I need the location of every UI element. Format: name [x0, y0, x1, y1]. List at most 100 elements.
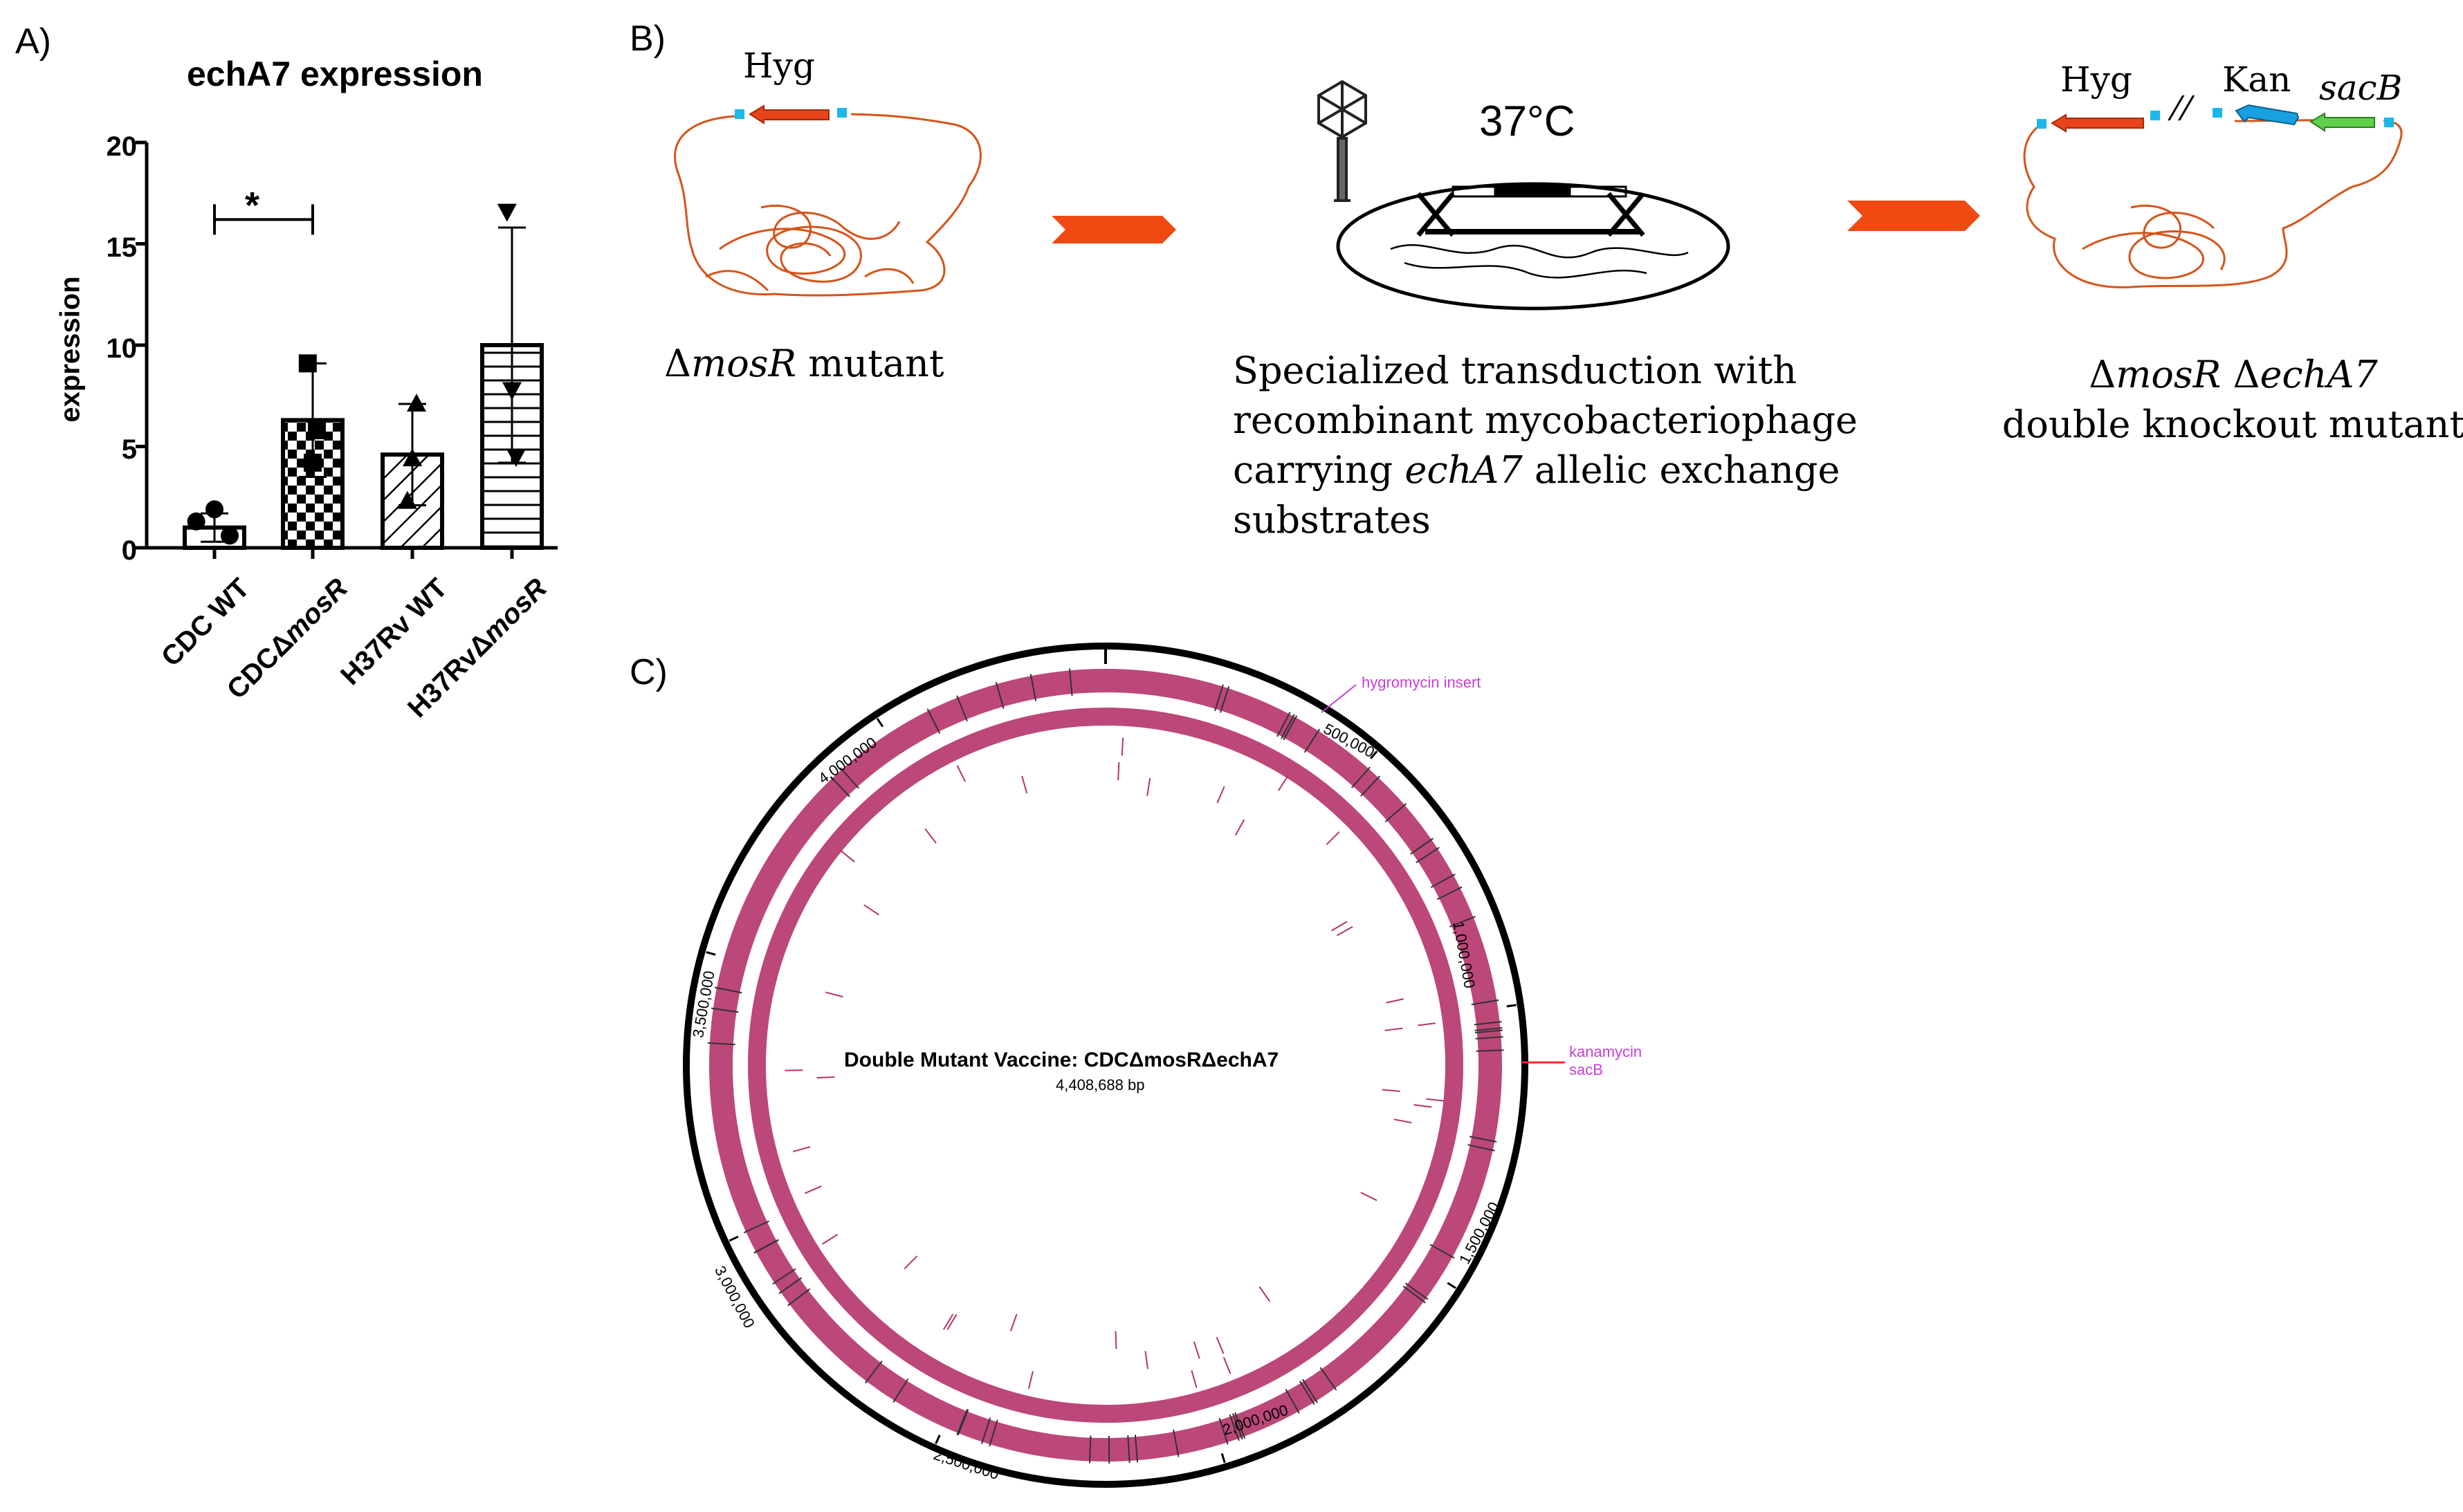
- gene-marker: [711, 1007, 739, 1013]
- gene-marker: [1360, 775, 1381, 797]
- gene-marker: [772, 1268, 796, 1285]
- gene-marker: [989, 1419, 998, 1447]
- data-point: [407, 393, 426, 412]
- feature-mark: [863, 904, 879, 916]
- gene-marker: [1234, 1412, 1246, 1439]
- gene-marker: [830, 776, 851, 798]
- panel-label-a: A): [15, 21, 51, 62]
- step1-caption: ΔmosR mutant: [664, 342, 944, 385]
- gene-marker: [707, 1042, 735, 1046]
- gene-marker: [839, 767, 860, 789]
- panel-label-c: C): [630, 652, 668, 692]
- hygromycin-annotation: hygromycin insert: [1362, 674, 1481, 691]
- feature-mark: [1384, 1027, 1403, 1031]
- gene-marker: [1404, 1282, 1429, 1300]
- y-tick-label: 15: [106, 232, 138, 263]
- data-point: [506, 449, 526, 468]
- phage-icon: [1317, 80, 1367, 202]
- gene-marker: [1429, 1244, 1455, 1259]
- gene-marker: [743, 1220, 770, 1234]
- feature-mark: [1121, 737, 1124, 756]
- feature-mark: [1216, 1336, 1225, 1354]
- gene-marker: [1229, 1414, 1240, 1441]
- scale-tick: [1370, 750, 1378, 759]
- scale-tick: [935, 1435, 941, 1445]
- gene-marker: [1449, 916, 1476, 928]
- step3-caption: ΔmosR ΔechA7 double knockout mutant: [2002, 353, 2463, 446]
- feature-mark: [1426, 1098, 1445, 1102]
- marker: [2037, 119, 2047, 129]
- kanamycin-annotation: kanamycin: [1569, 1043, 1642, 1060]
- data-point: [397, 490, 417, 509]
- gene-marker: [1134, 1435, 1139, 1463]
- feature-mark: [1234, 819, 1245, 836]
- feature-mark: [1216, 786, 1225, 804]
- y-tick-label: 0: [121, 535, 137, 566]
- gene-marker: [1471, 999, 1499, 1006]
- feature-mark: [1021, 775, 1028, 794]
- feature-mark: [1193, 1341, 1200, 1359]
- feature-mark: [904, 1255, 918, 1270]
- scale-tick: [729, 1235, 739, 1242]
- gene-marker: [956, 695, 968, 722]
- gene-marker: [1283, 715, 1298, 741]
- gene-marker: [1430, 873, 1456, 888]
- gene-marker: [1474, 1021, 1502, 1026]
- gene-marker: [1474, 1029, 1503, 1034]
- scale-tick: [1447, 1282, 1456, 1289]
- hyg-gene-arrow: [749, 104, 830, 125]
- y-tick-label: 10: [106, 333, 138, 364]
- gene-marker: [1276, 711, 1291, 737]
- marker: [2150, 111, 2160, 120]
- feature-mark: [1027, 1371, 1034, 1389]
- gene-marker: [1232, 1413, 1243, 1440]
- chart-title: echA7 expression: [187, 55, 483, 93]
- gene-marker: [957, 1409, 969, 1436]
- gene-marker: [1285, 1388, 1300, 1414]
- gene-marker: [1476, 1049, 1504, 1052]
- sacb-annotation: sacB: [1569, 1061, 1603, 1078]
- gene-marker: [1402, 1285, 1426, 1304]
- gene-marker: [1069, 668, 1073, 697]
- hyg-label: Hyg: [2060, 59, 2132, 100]
- data-point: [298, 354, 317, 373]
- gene-marker: [753, 1239, 779, 1254]
- gene-marker: [1467, 1144, 1495, 1152]
- feature-mark: [956, 765, 966, 782]
- gene-marker: [787, 1288, 811, 1307]
- gene-marker: [995, 681, 1005, 709]
- gene-marker: [778, 1277, 803, 1295]
- gene-marker: [1302, 1379, 1318, 1403]
- gene-marker: [1469, 1136, 1497, 1143]
- gene-marker: [1281, 714, 1295, 739]
- gene-marker: [865, 1361, 883, 1384]
- gene-marker: [1474, 1027, 1503, 1031]
- data-point: [308, 421, 326, 440]
- feature-mark: [942, 1313, 954, 1330]
- genome-title: Double Mutant Vaccine: CDCΔmosRΔechA7: [844, 1049, 1279, 1071]
- gene-marker: [1173, 1429, 1180, 1457]
- gene-marker: [980, 1417, 991, 1444]
- y-tick-label: 20: [106, 131, 138, 162]
- gene-marker: [1088, 1435, 1092, 1464]
- bacterial-cell: [1336, 182, 1730, 311]
- temperature-label: 37°C: [1479, 98, 1575, 145]
- feature-mark: [825, 991, 843, 998]
- feature-mark: [1117, 762, 1120, 781]
- kan-gene-arrow: [2235, 104, 2300, 126]
- dna-coil-wt: [674, 113, 982, 297]
- feature-mark: [1413, 1104, 1432, 1108]
- feature-mark: [840, 849, 855, 863]
- data-point: [187, 512, 205, 531]
- feature-mark: [1393, 1118, 1412, 1124]
- gene-marker: [1029, 674, 1037, 701]
- reverse-cds-track: [748, 708, 1463, 1423]
- marker-left: [735, 109, 744, 119]
- process-arrow-1: [1052, 216, 1176, 243]
- gene-marker: [1299, 1381, 1315, 1405]
- gene-marker: [1350, 766, 1371, 789]
- feature-mark: [1331, 921, 1348, 932]
- gene-marker: [1384, 803, 1407, 822]
- forward-cds-track: [709, 669, 1502, 1462]
